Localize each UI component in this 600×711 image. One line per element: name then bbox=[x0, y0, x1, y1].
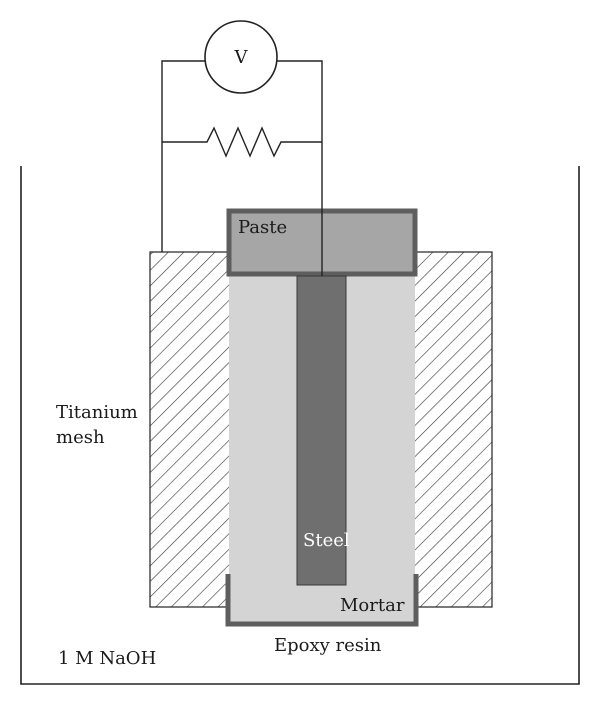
steel-label: Steel bbox=[303, 530, 350, 551]
resistor-branch bbox=[162, 126, 322, 158]
titanium-mesh-label-line2: mesh bbox=[56, 427, 105, 448]
voltmeter-label: V bbox=[234, 47, 249, 68]
voltmeter: V bbox=[204, 20, 278, 94]
titanium-mesh-label-line1: Titanium bbox=[56, 402, 138, 423]
solution-label: 1 M NaOH bbox=[58, 648, 156, 669]
wire-left bbox=[161, 60, 205, 252]
titanium-mesh-right bbox=[411, 251, 493, 608]
container-vessel bbox=[20, 166, 580, 685]
steel-bar bbox=[296, 275, 347, 586]
epoxy-resin-frame bbox=[225, 574, 419, 627]
epoxy-resin-label: Epoxy resin bbox=[274, 635, 382, 656]
mortar-label: Mortar bbox=[340, 595, 405, 616]
paste-label: Paste bbox=[238, 217, 287, 238]
wire-right bbox=[277, 60, 323, 276]
voltmeter-circle bbox=[204, 20, 278, 94]
titanium-mesh-left bbox=[149, 251, 233, 608]
